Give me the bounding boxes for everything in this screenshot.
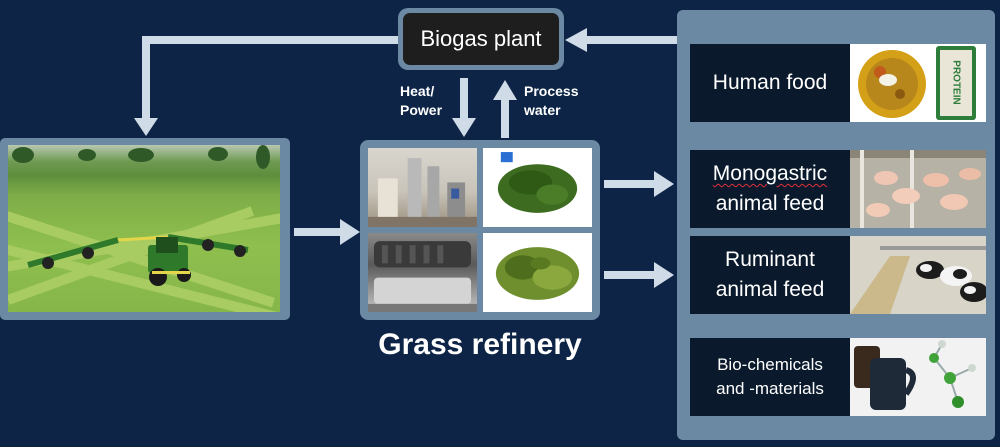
product-ruminant-label: Ruminant animal feed <box>690 236 850 314</box>
arrow-field-to-refinery-shaft <box>294 228 342 236</box>
human-food-photo: PROTEIN <box>850 44 986 122</box>
arrow-refinery-to-products-1-shaft <box>604 180 656 188</box>
product-ruminant-line-1: Ruminant <box>725 248 815 271</box>
pigs-photo <box>850 150 986 228</box>
heat-power-line-2: Power <box>400 102 443 118</box>
product-human-food: Human food PROTEIN <box>690 44 986 122</box>
product-biochemicals-line-1: Bio-chemicals <box>717 355 823 374</box>
grass-refinery-frame <box>360 140 600 320</box>
arrow-process-water-shaft <box>501 98 509 138</box>
grass-fiber-photo <box>483 233 592 312</box>
biogas-plant-label: Biogas plant <box>403 13 559 65</box>
product-monogastric-label: Monogastric animal feed <box>690 150 850 228</box>
product-ruminant-line-2: animal feed <box>715 278 825 301</box>
arrow-biogas-to-field-down <box>142 36 150 122</box>
process-water-label: Process water <box>524 82 578 120</box>
tractor-rake-icon <box>27 234 249 286</box>
biogas-plant-box: Biogas plant <box>398 8 564 70</box>
cows-photo <box>850 236 986 314</box>
product-ruminant-feed: Ruminant animal feed <box>690 236 986 314</box>
grass-field-frame <box>0 138 290 320</box>
product-human-food-line-1: Human food <box>712 71 828 94</box>
product-biochemicals: Bio-chemicals and -materials <box>690 338 986 416</box>
arrow-heat-power-shaft <box>460 78 468 120</box>
protein-bar-label: PROTEIN <box>950 59 962 105</box>
grass-refinery-title: Grass refinery <box>378 328 582 361</box>
arrow-products-to-biogas-head <box>565 28 587 52</box>
arrow-heat-power-head <box>452 118 476 137</box>
product-biochemicals-label: Bio-chemicals and -materials <box>690 338 850 416</box>
product-biochemicals-line-2: and -materials <box>716 379 824 398</box>
arrow-process-water-head <box>493 80 517 100</box>
arrow-products-to-biogas-shaft <box>585 36 677 44</box>
arrow-refinery-to-products-2-shaft <box>604 271 656 279</box>
heat-power-label: Heat/ Power <box>400 82 442 120</box>
refinery-lab-photo <box>368 148 477 227</box>
arrow-refinery-to-products-2-head <box>654 262 674 288</box>
process-water-line-2: water <box>524 102 561 118</box>
product-monogastric-feed: Monogastric animal feed <box>690 150 986 228</box>
arrow-refinery-to-products-1-head <box>654 171 674 197</box>
process-water-line-1: Process <box>524 83 579 99</box>
arrow-biogas-to-field-top <box>146 36 398 44</box>
arrow-field-to-refinery-head <box>340 219 360 245</box>
product-monogastric-line-1: Monogastric <box>712 162 828 185</box>
biomaterials-photo <box>850 338 986 416</box>
heat-power-line-1: Heat/ <box>400 83 435 99</box>
grass-field-photo <box>8 145 280 312</box>
product-monogastric-line-2: animal feed <box>715 192 825 215</box>
refinery-machine-photo <box>368 233 477 312</box>
product-human-food-label: Human food <box>690 44 850 122</box>
grass-pulp-photo <box>483 148 592 227</box>
arrow-biogas-to-field-head <box>134 118 158 136</box>
